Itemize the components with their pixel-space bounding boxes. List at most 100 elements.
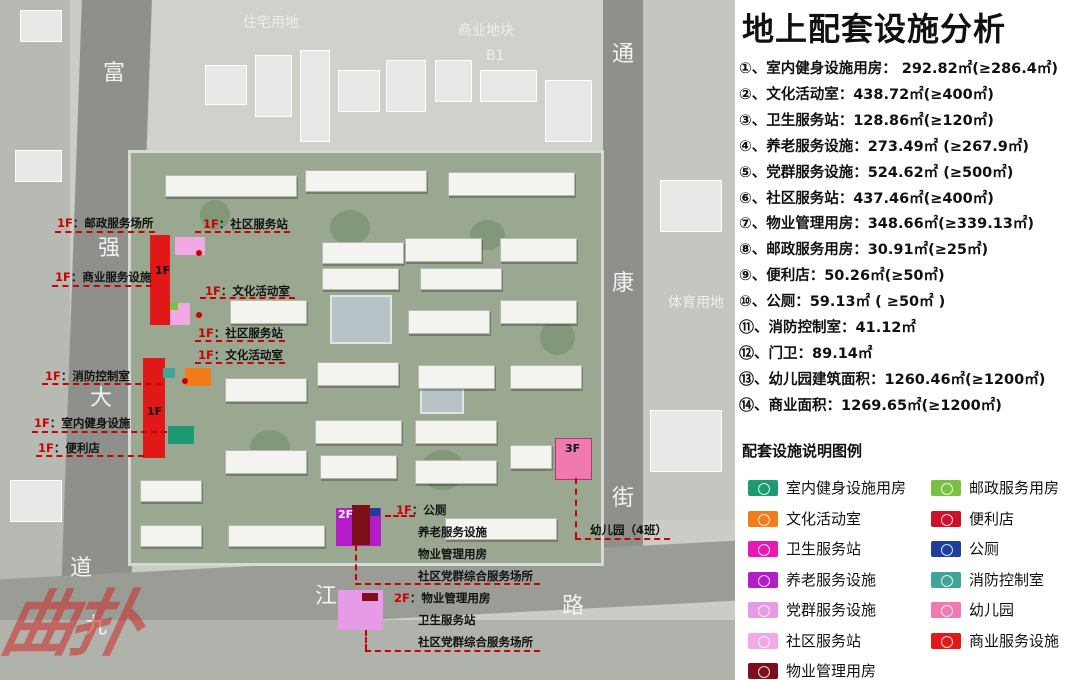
callout-property: 物业管理用房 bbox=[418, 547, 487, 561]
floor-tag: 2F bbox=[338, 508, 354, 521]
legend-label: 养老服务设施 bbox=[786, 570, 877, 589]
north-building bbox=[480, 70, 537, 102]
road-label-kang: 康 bbox=[612, 271, 635, 296]
area-row: ⑤、党群服务设施：524.62㎡ (≥500㎡) bbox=[739, 161, 1013, 182]
central-courtyard bbox=[330, 295, 392, 344]
callout-community-station: 1F：社区服务站 bbox=[203, 217, 288, 231]
area-number: ⑩ bbox=[739, 292, 752, 311]
residential-building bbox=[510, 365, 582, 389]
area-number: ① bbox=[739, 59, 752, 77]
area-text: 、公厕：59.13㎡ ( ≥50㎡ ) bbox=[751, 294, 946, 311]
leader-line bbox=[195, 340, 285, 342]
legend-label: 物业管理用房 bbox=[786, 662, 877, 680]
legend-item: 养老服务设施 bbox=[748, 569, 876, 590]
page-title: 地上配套设施分析 bbox=[742, 10, 1007, 48]
floor-tag: 1F bbox=[155, 264, 171, 277]
residential-building bbox=[322, 268, 399, 290]
callout-party-center: 社区党群综合服务场所 bbox=[418, 569, 533, 583]
area-text: 、室内健身设施用房： 292.82㎡(≥286.4㎡) bbox=[751, 61, 1058, 77]
area-row: ⑫、门卫：89.14㎡ bbox=[739, 342, 872, 363]
area-text: 、商业面积：1269.65㎡(≥1200㎡) bbox=[754, 397, 1002, 414]
legend-item: 公厕 bbox=[931, 538, 999, 559]
legend-item: 卫生服务站 bbox=[748, 538, 861, 559]
residential-building bbox=[320, 455, 397, 479]
callout-fire-control: 1F：消防控制室 bbox=[45, 369, 130, 383]
area-number: ⑪ bbox=[739, 318, 755, 336]
callout-commercial: 1F：商业服务设施 bbox=[55, 270, 152, 284]
residential-building bbox=[510, 445, 552, 469]
legend-item: 商业服务设施 bbox=[931, 630, 1059, 651]
residential-building bbox=[408, 310, 490, 334]
area-row: ⑩、公厕：59.13㎡ ( ≥50㎡ ) bbox=[739, 290, 945, 311]
legend-swatch bbox=[748, 632, 778, 649]
leader-line bbox=[195, 231, 290, 233]
road-label-tong: 通 bbox=[612, 42, 635, 67]
zone-sports: 体育用地 bbox=[668, 295, 724, 311]
north-building bbox=[255, 55, 292, 117]
residential-building bbox=[317, 362, 399, 386]
residential-building bbox=[500, 238, 577, 262]
legend-label: 社区服务站 bbox=[786, 631, 862, 650]
tree bbox=[540, 320, 575, 355]
callout-kindergarten: 幼儿园（4班） bbox=[590, 523, 668, 537]
legend-item: 邮政服务用房 bbox=[931, 477, 1059, 498]
fire-control-room bbox=[163, 368, 175, 378]
legend-swatch bbox=[931, 571, 961, 588]
legend-label: 公厕 bbox=[969, 540, 1000, 558]
road-label-dao: 道 bbox=[70, 556, 93, 581]
legend-label: 室内健身设施用房 bbox=[786, 479, 907, 497]
area-row: ⑧、邮政服务用房：30.91㎡(≥25㎡) bbox=[739, 238, 988, 259]
north-building bbox=[338, 70, 380, 112]
residential-building bbox=[420, 268, 502, 290]
commercial-facility-west-1 bbox=[150, 235, 170, 325]
legend-label: 邮政服务用房 bbox=[969, 479, 1060, 497]
area-text: 、党群服务设施：524.62㎡ (≥500㎡) bbox=[751, 164, 1014, 181]
area-text: 、社区服务站：437.46㎡(≥400㎡) bbox=[751, 190, 994, 207]
zone-commercial-code: B1 bbox=[486, 48, 505, 64]
callout-toilet: 1F：公厕 bbox=[396, 503, 447, 517]
legend-label: 文化活动室 bbox=[786, 509, 862, 528]
leader-line bbox=[385, 515, 415, 517]
area-row: ②、文化活动室：438.72㎡(≥400㎡) bbox=[739, 83, 994, 104]
residential-building bbox=[230, 300, 307, 324]
residential-building bbox=[405, 238, 482, 262]
residential-building bbox=[165, 175, 297, 197]
floor-tag: 3F bbox=[565, 442, 581, 455]
north-building bbox=[300, 50, 330, 142]
residential-building bbox=[415, 460, 497, 484]
leader-line bbox=[365, 630, 367, 650]
callout-elderly: 养老服务设施 bbox=[418, 525, 487, 539]
legend-label: 消防控制室 bbox=[969, 570, 1045, 589]
legend-item: 室内健身设施用房 bbox=[748, 477, 906, 498]
area-text: 、养老服务设施：273.49㎡ (≥267.9㎡) bbox=[751, 138, 1029, 155]
area-text: 、幼儿园建筑面积：1260.46㎡(≥1200㎡) bbox=[754, 371, 1046, 388]
area-number: ⑨ bbox=[739, 266, 752, 285]
area-text: 、门卫：89.14㎡ bbox=[754, 345, 873, 362]
legend-label: 幼儿园 bbox=[969, 601, 1015, 619]
leader-line bbox=[365, 650, 540, 652]
residential-building bbox=[418, 365, 495, 389]
property-management-room-south bbox=[362, 593, 378, 601]
area-row: ③、卫生服务站：128.86㎡(≥120㎡) bbox=[739, 109, 994, 130]
area-number: ③ bbox=[739, 110, 752, 129]
leader-line bbox=[355, 583, 540, 585]
tree bbox=[200, 200, 230, 230]
area-row: ⑥、社区服务站：437.46㎡(≥400㎡) bbox=[739, 187, 994, 208]
area-row: ⑨、便利店：50.26㎡(≥50㎡) bbox=[739, 264, 945, 285]
legend-title: 配套设施说明图例 bbox=[742, 442, 863, 460]
legend-swatch bbox=[931, 480, 961, 496]
legend-swatch bbox=[748, 663, 778, 679]
leader-line bbox=[55, 231, 155, 233]
floor-tag: 1F bbox=[147, 405, 163, 418]
kindergarten bbox=[555, 438, 592, 480]
zone-residential: 住宅用地 bbox=[243, 15, 299, 31]
east-building bbox=[650, 410, 722, 472]
legend-swatch bbox=[748, 541, 778, 557]
info-panel: 地上配套设施分析 ①、室内健身设施用房： 292.82㎡(≥286.4㎡) ②、文… bbox=[736, 0, 1080, 680]
leader-line bbox=[195, 362, 285, 364]
legend-swatch bbox=[931, 510, 961, 527]
area-number: ⑬ bbox=[739, 369, 755, 388]
road-label-da: 大 bbox=[90, 386, 113, 411]
area-number: ⑥ bbox=[739, 188, 752, 207]
area-number: ⑫ bbox=[739, 343, 755, 362]
